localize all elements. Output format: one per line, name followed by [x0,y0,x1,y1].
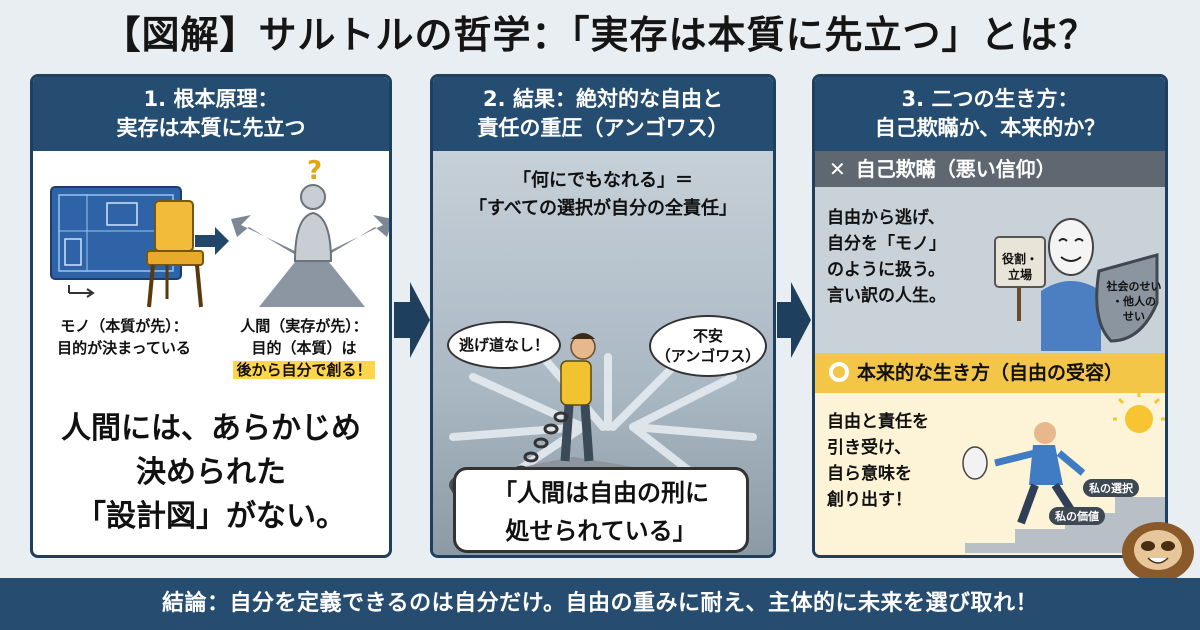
panel1-header: 1. 根本原理： 実存は本質に先立つ [33,77,389,151]
panel-fundamental-principle: 1. 根本原理： 実存は本質に先立つ ? モノ（本質が先）： 目的が決ま [30,74,392,558]
role-sign-label: 役割・ 立場 [1001,252,1038,282]
masked-person-illustration [994,218,1159,351]
panel2-equation-text: 「何にでもなれる」＝ 「すべての選択が自分の全責任」 [468,170,738,219]
step-label-my-choice: 私の選択 [1083,479,1139,497]
step-label-my-value: 私の価値 [1049,507,1105,525]
arrow-panel1-to-panel2 [394,280,430,360]
authentic-life-text: 自由と責任を 引き受け、 自ら意味を 創り出す！ [827,412,929,510]
speech-bubble-anguish: 不安 （アンゴワス） [649,315,767,377]
panel1-conclusion-text: 人間には、あらかじめ 決められた 「設計図」がない。 [61,411,361,534]
sloth-mascot-icon [1122,522,1194,582]
arrow-panel2-to-panel3 [777,280,811,360]
panel3-header: 3. 二つの生き方： 自己欺瞞か、本来的か？ [815,77,1165,151]
svg-text:?: ? [307,157,322,186]
panel2-header: 2. 結果：絶対的な自由と 責任の重圧（アンゴワス） [433,77,773,151]
panel3-header-line1: 3. 二つの生き方： [901,87,1079,111]
highlight-create-later: 後から自分で創る！ [233,361,375,379]
authentic-life-header: 本来的な生き方（自由の受容） [815,353,1165,393]
panel-two-ways-of-life: 3. 二つの生き方： 自己欺瞞か、本来的か？ ✕自己欺瞞（悪い信仰） 自由から逃… [812,74,1168,558]
panel1-header-line2: 実存は本質に先立つ [116,116,306,140]
panel1-header-line1: 1. 根本原理： [143,87,279,111]
panel3-header-line2: 自己欺瞞か、本来的か？ [874,116,1106,140]
panel2-header-line1: 2. 結果：絶対的な自由と [483,87,723,111]
speech-bubble-no-escape: 逃げ道なし！ [447,321,561,369]
condemned-to-be-free-quote: 「人間は自由の刑に 処せられている」 [453,467,749,553]
cross-icon: ✕ [829,157,846,181]
bad-faith-text: 自由から逃げ、 自分を「モノ」 のように扱う。 言い訳の人生。 [827,208,946,306]
panel2-header-line2: 責任の重圧（アンゴワス） [477,116,729,140]
bad-faith-header: ✕自己欺瞞（悪い信仰） [815,151,1165,187]
excuse-shield-label: 社会のせい ・他人の せい [1106,280,1162,323]
thing-to-human-arrow [195,227,229,255]
authentic-life-section: 本来的な生き方（自由の受容） 自由と責任を 引き受け、 自ら意味を 創り出す！ … [815,353,1165,555]
circle-icon [829,362,849,382]
person-crossroads-illustration: ? [231,157,389,307]
caption-thing: モノ（本質が先）： 目的が決まっている [57,317,191,357]
page-title: 【図解】サルトルの哲学：「実存は本質に先立つ」とは？ [102,13,1098,57]
caption-human: 人間（実存が先）： 目的（本質）は 後から自分で創る！ [219,315,389,381]
panel-consequence: 2. 結果：絶対的な自由と 責任の重圧（アンゴワス） 「何にでもなれる」＝ 「す… [430,74,776,558]
bad-faith-section: ✕自己欺瞞（悪い信仰） 自由から逃げ、 自分を「モノ」 のように扱う。 言い訳の… [815,151,1165,353]
climbing-person-illustration [962,393,1165,553]
blueprint-chair-illustration [50,186,204,308]
conclusion-bar: 結論：自分を定義できるのは自分だけ。自由の重みに耐え、主体的に未来を選び取れ！ [0,578,1200,630]
